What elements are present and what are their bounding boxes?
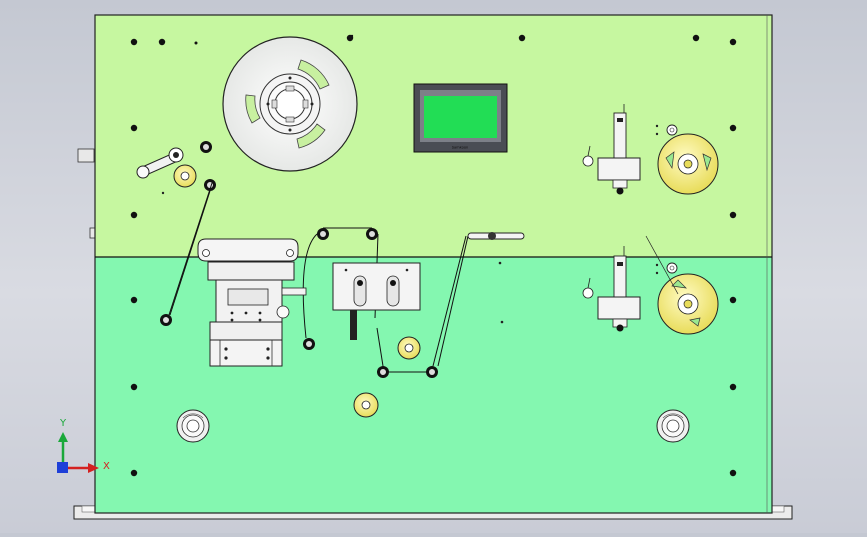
hmi-touchscreen[interactable]: Samkoon bbox=[413, 83, 508, 153]
unwind-reel[interactable] bbox=[222, 36, 358, 172]
peel-plate-block[interactable] bbox=[332, 262, 421, 340]
label-sensor-lower[interactable] bbox=[582, 246, 641, 332]
guide-roller bbox=[366, 228, 378, 240]
axis-triad: Y X bbox=[57, 418, 110, 473]
leveling-foot-left bbox=[176, 409, 210, 443]
dancer-arm[interactable] bbox=[136, 147, 197, 195]
x-axis-label: X bbox=[103, 461, 110, 472]
guide-bracket bbox=[467, 232, 525, 324]
hmi-brand-label: Samkoon bbox=[452, 146, 469, 150]
tension-roller[interactable] bbox=[353, 392, 379, 418]
guide-roller bbox=[426, 366, 438, 378]
idler-nuts bbox=[655, 124, 678, 275]
guide-roller bbox=[303, 338, 315, 350]
guide-rollers bbox=[160, 141, 438, 378]
mounting-holes bbox=[130, 34, 737, 477]
guide-roller bbox=[160, 314, 172, 326]
rewind-reel-lower[interactable] bbox=[645, 235, 719, 335]
guide-roller bbox=[317, 228, 329, 240]
hmi-display bbox=[424, 96, 497, 138]
label-sensor-upper[interactable] bbox=[582, 104, 641, 195]
leveling-foot-right bbox=[656, 409, 690, 443]
guide-roller bbox=[204, 179, 216, 191]
panel-border bbox=[94, 14, 773, 514]
tension-roller[interactable] bbox=[397, 336, 421, 360]
print-head-assembly[interactable] bbox=[197, 238, 307, 367]
guide-roller bbox=[200, 141, 212, 153]
y-axis-label: Y bbox=[59, 418, 67, 429]
guide-roller bbox=[377, 366, 389, 378]
rewind-reel-upper[interactable] bbox=[657, 133, 719, 195]
